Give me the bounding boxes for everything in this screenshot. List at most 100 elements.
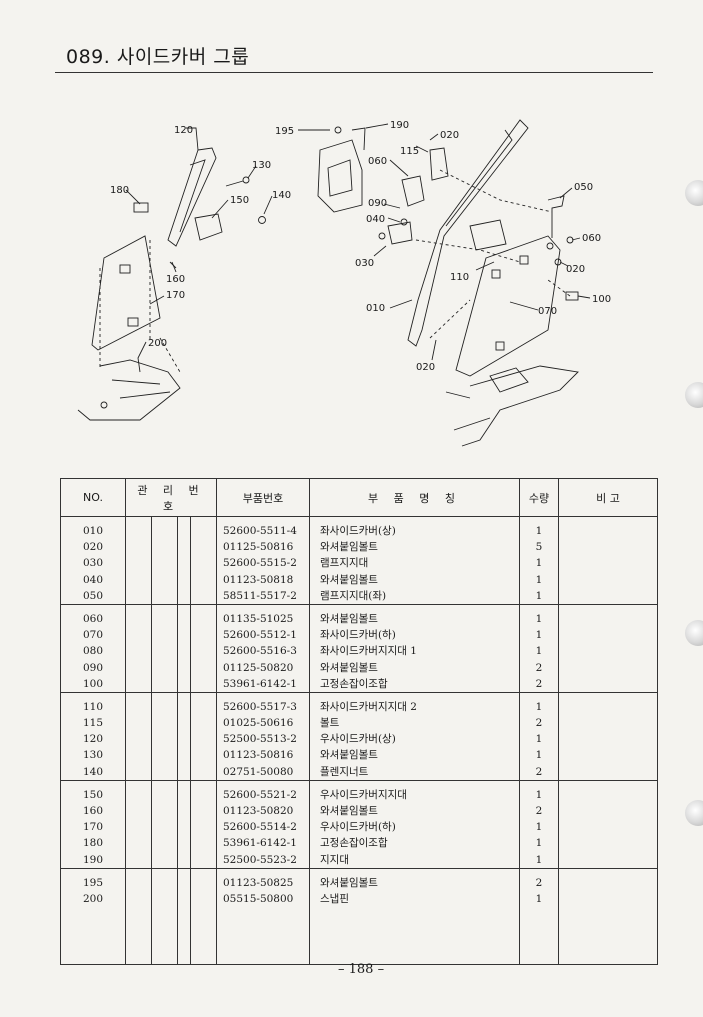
cell-part-name-value: 좌사이드카버(하) <box>320 629 396 642</box>
cell-qty-value: 2 <box>535 876 543 889</box>
cell-part-no-value: 52600-5512-1 <box>223 629 297 642</box>
cell-qty-value: 1 <box>535 589 543 602</box>
cell-part-name-value: 좌사이드카버지지대 1 <box>320 645 417 658</box>
cell-no-value: 170 <box>82 821 104 834</box>
cell-part-no-value: 58511-5517-2 <box>223 589 297 602</box>
cell-part-name-value: 고정손잡이조합 <box>320 837 388 850</box>
binder-hole-2 <box>685 382 703 408</box>
cell-no-value: 040 <box>82 573 104 586</box>
cell-part-name-value: 램프지지대(좌) <box>320 589 387 602</box>
callout-020-bottom: 020 <box>416 362 435 373</box>
cell-no-value: 050 <box>82 589 104 602</box>
cell-no-value: 180 <box>82 837 104 850</box>
callout-140: 140 <box>272 190 291 201</box>
cell-no-value: 120 <box>82 733 104 746</box>
callout-060-right: 060 <box>582 233 601 244</box>
cell-qty-value: 1 <box>535 892 543 905</box>
cell-part-name-value: 와셔붙임볼트 <box>320 805 378 817</box>
cell-mgmt <box>177 780 191 869</box>
callout-100: 100 <box>592 294 611 305</box>
cell-no-value: 150 <box>82 788 104 801</box>
binder-hole-4 <box>685 800 703 826</box>
binder-hole-1 <box>685 180 703 206</box>
header-mgmt-no: 관 리 번 호 <box>125 478 217 517</box>
cell-qty-value: 2 <box>535 661 543 674</box>
cell-part-no-value: 01135-51025 <box>223 612 294 625</box>
cell-qty-value: 1 <box>535 837 543 850</box>
cell-mgmt <box>151 868 178 965</box>
cell-part-name-value: 와셔붙임볼트 <box>320 876 378 889</box>
callout-070: 070 <box>538 306 557 317</box>
table-header-row: NO. 관 리 번 호 부품번호 부 품 명 칭 수량 비 고 <box>60 478 658 517</box>
cell-mgmt <box>151 780 178 869</box>
cell-part-name-value: 와셔붙임볼트 <box>320 541 378 554</box>
header-part-no: 부품번호 <box>216 478 310 517</box>
cell-qty-value: 1 <box>535 853 543 866</box>
cell-no-value: 160 <box>82 805 104 817</box>
cell-qty-value: 2 <box>535 765 543 778</box>
cell-mgmt <box>177 868 191 965</box>
cell-part-name-value: 우사이드카버(하) <box>320 821 396 834</box>
cell-part-no-value: 53961-6142-1 <box>223 677 297 690</box>
cell-part-name-value: 고정손잡이조합 <box>320 677 388 690</box>
cell-mgmt <box>151 604 178 693</box>
cell-part-name-value: 플렌지너트 <box>320 765 369 778</box>
cell-no-value: 100 <box>82 677 104 690</box>
callout-120: 120 <box>174 125 193 136</box>
cell-qty-value: 1 <box>535 573 543 586</box>
callout-060-top: 060 <box>368 156 387 167</box>
cell-mgmt <box>177 692 191 781</box>
cell-part-no-value: 52600-5521-2 <box>223 788 297 801</box>
cell-qty-value: 5 <box>535 541 543 554</box>
cell-qty-value: 2 <box>535 717 543 730</box>
cell-part-no-value: 52600-5514-2 <box>223 821 297 834</box>
cell-mgmt <box>190 868 217 965</box>
callout-020-right: 020 <box>566 264 585 275</box>
cell-qty-value: 1 <box>535 700 543 713</box>
cell-part-name-value: 와셔붙임볼트 <box>320 612 378 625</box>
cell-no-value: 110 <box>82 700 104 713</box>
cell-mgmt <box>125 604 152 693</box>
cell-mgmt <box>125 868 152 965</box>
callout-160: 160 <box>166 274 185 285</box>
callout-130: 130 <box>252 160 271 171</box>
cell-part-name-value: 와셔붙임볼트 <box>320 749 378 762</box>
cell-part-no-value: 52500-5523-2 <box>223 853 297 866</box>
cell-qty-value: 1 <box>535 821 543 834</box>
cell-no-value: 140 <box>82 765 104 778</box>
callout-200: 200 <box>148 338 167 349</box>
cell-no-value: 090 <box>82 661 104 674</box>
cell-part-name-value: 좌사이드카버(상) <box>320 525 396 537</box>
cell-mgmt <box>151 516 178 605</box>
cell-qty-value: 1 <box>535 612 543 625</box>
header-qty: 수량 <box>519 478 559 517</box>
cell-qty-value: 1 <box>535 525 543 537</box>
cell-mgmt <box>177 516 191 605</box>
cell-remarks <box>558 516 658 605</box>
header-remarks: 비 고 <box>558 478 658 517</box>
cell-mgmt <box>190 780 217 869</box>
title-rule <box>55 72 653 73</box>
callout-050: 050 <box>574 182 593 193</box>
callout-040: 040 <box>366 214 385 225</box>
cell-qty-value: 1 <box>535 788 543 801</box>
cell-no-value: 080 <box>82 645 104 658</box>
cell-qty-value: 1 <box>535 733 543 746</box>
